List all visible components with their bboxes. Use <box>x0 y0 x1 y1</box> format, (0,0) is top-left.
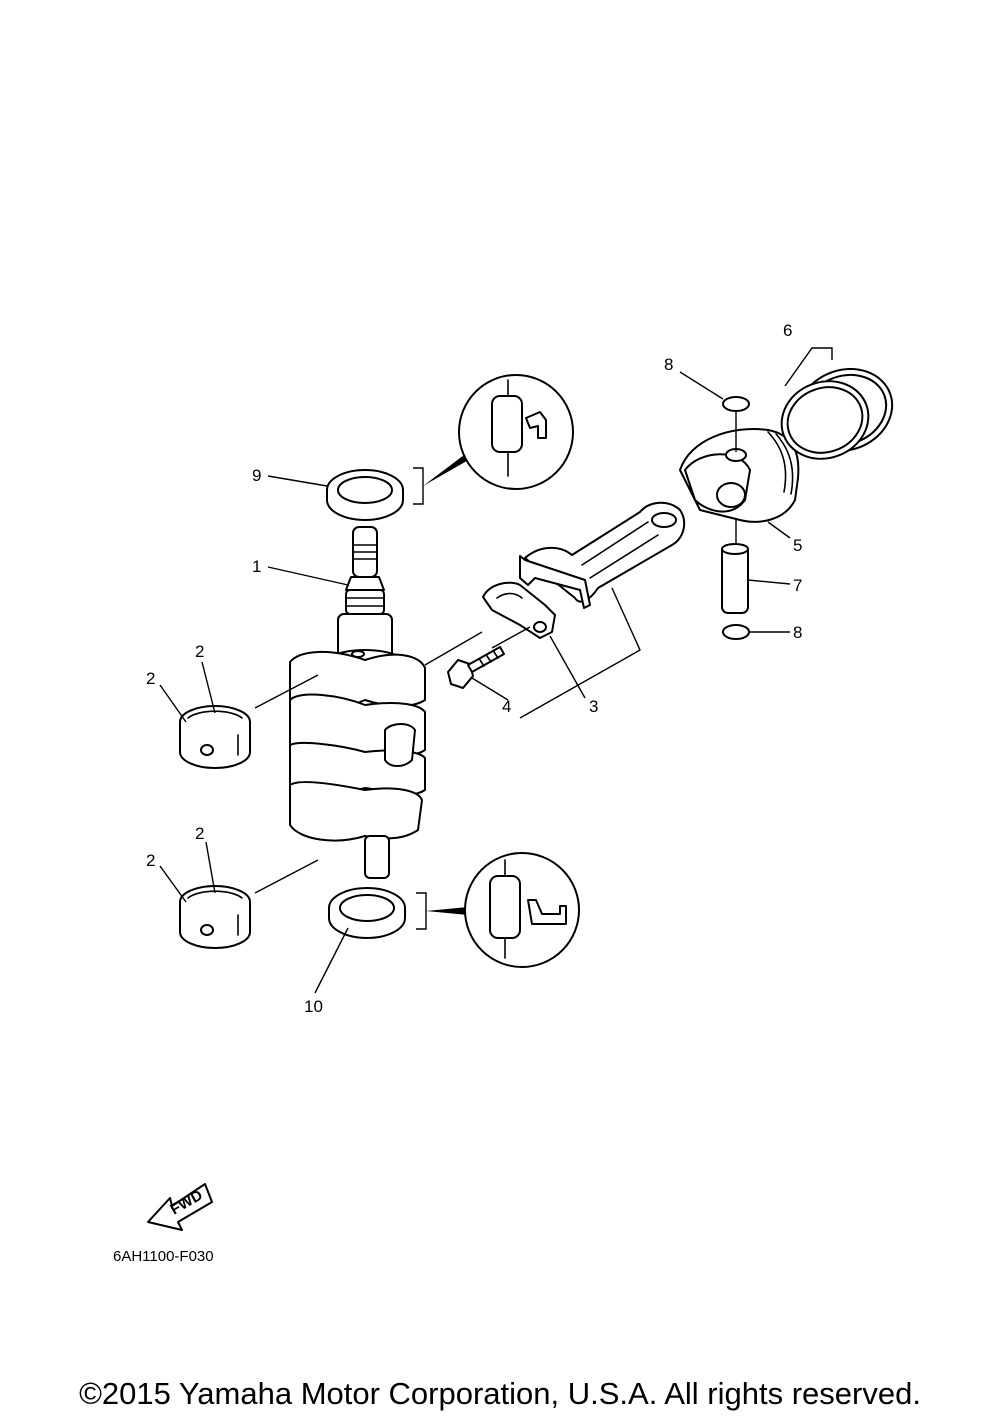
seal-bottom-bracket <box>416 892 427 930</box>
connecting-rod[interactable] <box>482 501 686 639</box>
callout-8-bottom: 8 <box>793 623 802 642</box>
callout-9: 9 <box>252 466 261 485</box>
callout-5: 5 <box>793 536 802 555</box>
callout-8-top: 8 <box>664 355 673 374</box>
copyright-notice: ©2015 Yamaha Motor Corporation, U.S.A. A… <box>79 1376 921 1411</box>
callout-2-b2: 2 <box>195 824 204 843</box>
leader-lines <box>159 371 791 994</box>
seal-top-bracket <box>413 467 424 505</box>
callout-2-a2: 2 <box>195 642 204 661</box>
rod-bolt[interactable] <box>447 646 505 689</box>
figure-code: 6AH1100-F030 <box>113 1248 214 1265</box>
callout-2-b1: 2 <box>146 851 155 870</box>
callout-7: 7 <box>793 576 802 595</box>
piston-pin[interactable] <box>721 543 749 614</box>
callout-4: 4 <box>502 697 511 716</box>
piston-pin-clip-bottom[interactable] <box>722 624 750 640</box>
seal-top-detail-circle <box>458 374 574 490</box>
oil-seal-bottom[interactable] <box>328 887 406 939</box>
piston-pin-clip-top[interactable] <box>722 396 750 412</box>
seal-bottom-pointer <box>426 907 468 915</box>
callout-10: 10 <box>304 997 323 1016</box>
main-bearing-lower[interactable] <box>179 885 251 949</box>
callout-6: 6 <box>783 321 792 340</box>
assembly-lines <box>254 412 737 894</box>
fwd-arrow-icon: FWD <box>147 1183 213 1231</box>
piston-ring-set[interactable] <box>771 356 904 471</box>
seal-top-pointer <box>423 452 472 486</box>
main-bearing-upper[interactable] <box>179 705 251 769</box>
oil-seal-top[interactable] <box>326 469 404 521</box>
callout-1: 1 <box>252 557 261 576</box>
callout-3: 3 <box>589 697 598 716</box>
ring-bracket <box>784 347 833 387</box>
callout-2-a1: 2 <box>146 669 155 688</box>
crankshaft[interactable] <box>289 526 426 879</box>
seal-bottom-detail-circle <box>464 852 580 968</box>
piston[interactable] <box>679 428 800 523</box>
